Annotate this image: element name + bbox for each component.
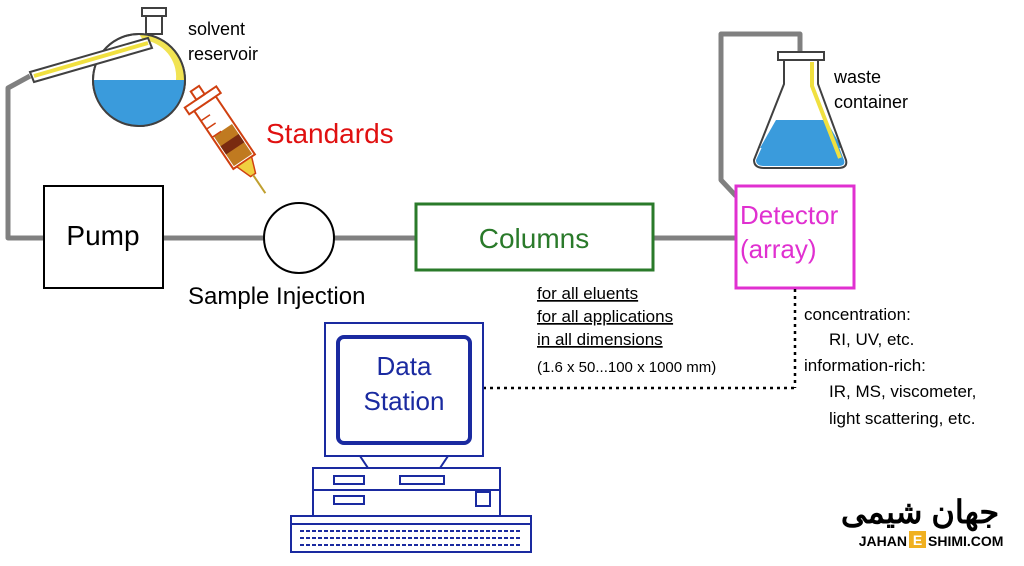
standards-label: Standards [266,118,394,149]
waste-container-label-1: waste [833,67,881,87]
waste-container-label-2: container [834,92,908,112]
detector-note: light scattering, etc. [829,409,975,428]
pump-label: Pump [66,220,139,251]
columns-note: for all eluents [537,284,638,303]
detector-label-2: (array) [740,234,817,264]
detector-box [734,184,856,290]
solvent-reservoir-label-2: reservoir [188,44,258,64]
syringe-icon [183,84,267,194]
sample-injector-valve [263,202,335,274]
logo-text-left: JAHAN [859,533,907,549]
data-station-label-2: Station [364,386,445,416]
data-station-computer [290,322,532,553]
sample-injection-label: Sample Injection [188,283,365,310]
logo-e-badge [909,531,926,548]
columns-note: (1.6 x 50...100 x 1000 mm) [537,359,716,376]
detector-note: IR, MS, viscometer, [829,382,976,401]
detector-notes: concentration: RI, UV, etc. information-… [804,305,976,428]
columns-note: in all dimensions [537,330,663,349]
data-station-label-1: Data [377,351,432,381]
pump-box [43,185,164,289]
tubing [5,31,803,241]
detector-note: RI, UV, etc. [829,330,914,349]
columns-label: Columns [479,223,589,254]
tube-detector-to-waste [718,31,803,198]
keyboard [290,515,532,553]
logo-arabic: جهان شیمی [841,494,999,532]
solvent-reservoir-label-1: solvent [188,19,245,39]
columns-notes: for all eluents for all applications in … [537,284,716,376]
detector-note: concentration: [804,305,911,324]
waste-container-flask [752,51,848,169]
detector-note: information-rich: [804,356,926,375]
logo-text-right: SHIMI.COM [928,533,1003,549]
signal-lines [483,289,797,390]
columns-box [414,202,655,272]
logo-text-mid: E [913,532,922,548]
jahan-shimi-logo: جهان شیمی JAHAN E SHIMI.COM [841,494,1004,549]
solvent-reservoir-flask [28,7,186,127]
monitor-screen [336,335,472,445]
monitor-stand [358,455,450,469]
columns-note: for all applications [537,307,673,326]
tube-reservoir-to-pump [5,73,44,241]
detector-label-1: Detector [740,200,839,230]
